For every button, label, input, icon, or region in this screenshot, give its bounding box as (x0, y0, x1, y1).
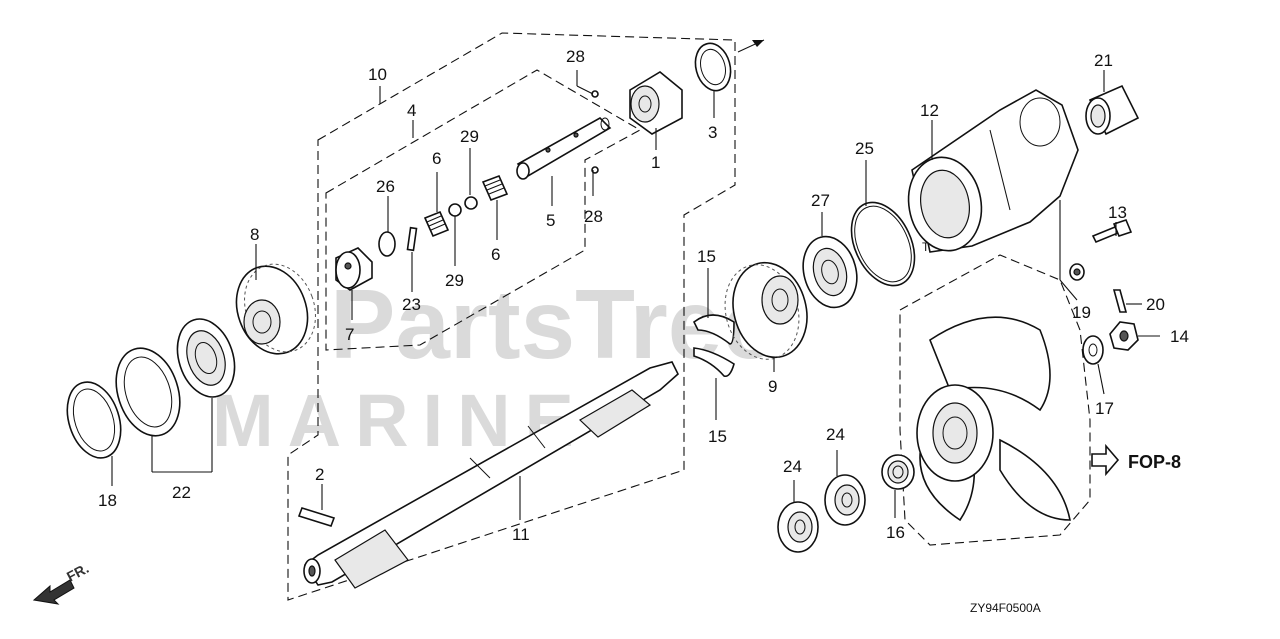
o-ring-25 (850, 201, 916, 287)
callout-27: 27 (811, 191, 830, 210)
spring-6-left (423, 210, 450, 238)
callout-6-right: 6 (491, 245, 500, 264)
propeller-shaft (303, 361, 679, 589)
callout-13: 13 (1108, 203, 1127, 222)
callout-28-bottom: 28 (584, 207, 603, 226)
bolt-13 (1091, 219, 1133, 244)
ring-18 (66, 381, 122, 459)
callout-18: 18 (98, 491, 117, 510)
callout-19: 19 (1072, 303, 1091, 322)
callout-6-left: 6 (432, 149, 441, 168)
plunger-7 (335, 247, 373, 291)
washer-17 (1082, 335, 1104, 365)
callout-9: 9 (768, 377, 777, 396)
assembly-10-outline (287, 32, 736, 601)
callout-2: 2 (315, 465, 324, 484)
callout-26: 26 (376, 177, 395, 196)
bearing-holder-12 (907, 89, 1079, 253)
callout-25: 25 (855, 139, 874, 158)
callout-14: 14 (1170, 327, 1189, 346)
callout-4: 4 (407, 101, 416, 120)
callout-29-lower: 29 (445, 271, 464, 290)
callout-5: 5 (546, 211, 555, 230)
callout-12: 12 (920, 101, 939, 120)
castle-nut-14 (1109, 321, 1139, 351)
callout-3: 3 (708, 123, 717, 142)
roller-bearing-22 (176, 318, 236, 398)
thrust-washer-15-lower (693, 347, 735, 378)
ring-3 (694, 42, 732, 92)
callout-15-upper: 15 (697, 247, 716, 266)
assembly-4-outline (325, 69, 642, 351)
callout-22: 22 (172, 483, 191, 502)
callout-labels: 1 2 3 4 5 6 6 7 8 9 10 11 12 13 14 15 15… (98, 47, 1189, 544)
propeller-outline (899, 254, 1091, 546)
callout-23: 23 (402, 295, 421, 314)
diagram-code: ZY94F0500A (970, 601, 1041, 615)
callout-8: 8 (250, 225, 259, 244)
ball-bearing-27 (802, 235, 858, 309)
callout-17: 17 (1095, 399, 1114, 418)
direction-arrow-top (737, 39, 765, 53)
callout-7: 7 (345, 325, 354, 344)
callout-29-upper: 29 (460, 127, 479, 146)
spacer-16 (881, 454, 915, 490)
pin-2 (297, 507, 336, 527)
oil-seal-24-left (777, 501, 819, 553)
ball-29-upper (464, 196, 478, 210)
propeller (916, 316, 1071, 522)
washer-19 (1069, 263, 1085, 281)
callout-20: 20 (1146, 295, 1165, 314)
ball-29-lower (448, 203, 462, 217)
needle-bearing-21 (1085, 84, 1140, 136)
cotter-pin-20 (1112, 289, 1128, 313)
callout-10: 10 (368, 65, 387, 84)
spring-6-right (481, 174, 509, 202)
figure-reference-label: FOP-8 (1128, 452, 1181, 472)
snap-ring-26 (378, 231, 396, 257)
callout-24-right: 24 (826, 425, 845, 444)
callout-15-lower: 15 (708, 427, 727, 446)
callout-28-top: 28 (566, 47, 585, 66)
figure-reference-arrow (1091, 443, 1120, 477)
callout-11: 11 (512, 525, 530, 544)
leader-lines (111, 70, 1160, 520)
bearing-race-22 (115, 347, 181, 437)
pin-23 (406, 226, 418, 252)
bevel-gear-8 (235, 263, 316, 355)
front-direction-arrow: FR. (32, 560, 91, 605)
callout-16: 16 (886, 523, 905, 542)
dog-clutch-1 (629, 71, 683, 135)
callout-21: 21 (1094, 51, 1113, 70)
callout-24-left: 24 (783, 457, 802, 476)
callout-1: 1 (651, 153, 660, 172)
shift-rod-5 (516, 117, 612, 180)
oil-seal-24-right (824, 474, 866, 526)
thrust-washer-15-upper (692, 314, 735, 345)
